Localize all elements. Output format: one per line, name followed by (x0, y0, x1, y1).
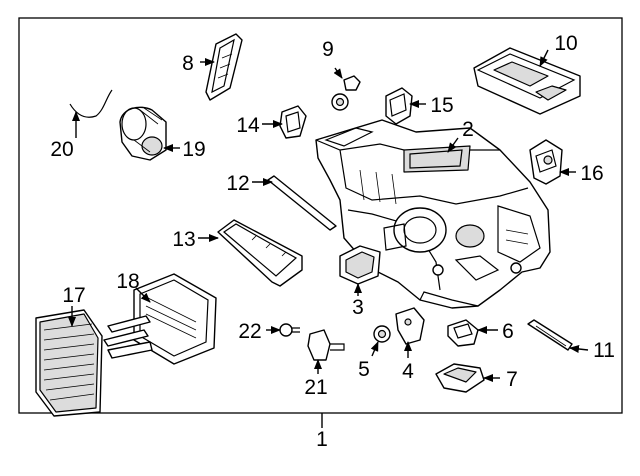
seal-part-12 (267, 175, 337, 231)
filter-part-17 (35, 309, 103, 417)
actuator-part-16 (529, 139, 563, 185)
seal-part-11 (527, 319, 573, 351)
callout-4: 4 (402, 360, 414, 383)
callout-12: 12 (226, 172, 249, 195)
bracket-part-4 (395, 307, 425, 345)
callout-19: 19 (182, 138, 205, 161)
callout-3: 3 (352, 296, 364, 319)
callout-18: 18 (116, 270, 139, 293)
callout-15: 15 (430, 94, 453, 117)
bracket-part-8 (205, 33, 243, 101)
panel-part-13 (217, 219, 303, 287)
actuator-part-6 (447, 319, 479, 347)
callout-1: 1 (316, 428, 328, 451)
callout-17: 17 (62, 284, 85, 307)
callout-14: 14 (236, 114, 260, 137)
callout-21: 21 (304, 376, 327, 399)
cover-part-7 (435, 363, 485, 393)
callout-9: 9 (322, 38, 334, 61)
actuator-part-14 (279, 105, 307, 139)
callout-20: 20 (50, 138, 73, 161)
duct-adapter-part-3 (339, 245, 381, 285)
callout-6: 6 (502, 320, 514, 343)
diagram-frame (18, 17, 623, 414)
screw-part-22 (279, 323, 300, 337)
callout-5: 5 (358, 358, 370, 381)
clip-part-9 (331, 75, 361, 111)
callout-labels: 1 2 3 4 5 6 7 8 9 10 11 12 13 14 15 16 1… (50, 32, 615, 451)
leader-arrows (68, 49, 589, 382)
callout-16: 16 (580, 162, 603, 185)
callout-11: 11 (593, 339, 615, 362)
sensor-part-21 (307, 329, 345, 361)
callout-22: 22 (238, 320, 261, 343)
blower-motor-part-19 (119, 106, 167, 161)
callout-7: 7 (506, 368, 518, 391)
grommet-part-5 (373, 325, 391, 343)
actuator-part-15 (385, 87, 413, 125)
callout-13: 13 (172, 228, 195, 251)
heater-core-part-18 (103, 273, 217, 365)
callout-10: 10 (554, 32, 577, 55)
callout-2: 2 (462, 118, 474, 141)
cover-part-10 (473, 47, 581, 115)
callout-8: 8 (182, 52, 194, 75)
